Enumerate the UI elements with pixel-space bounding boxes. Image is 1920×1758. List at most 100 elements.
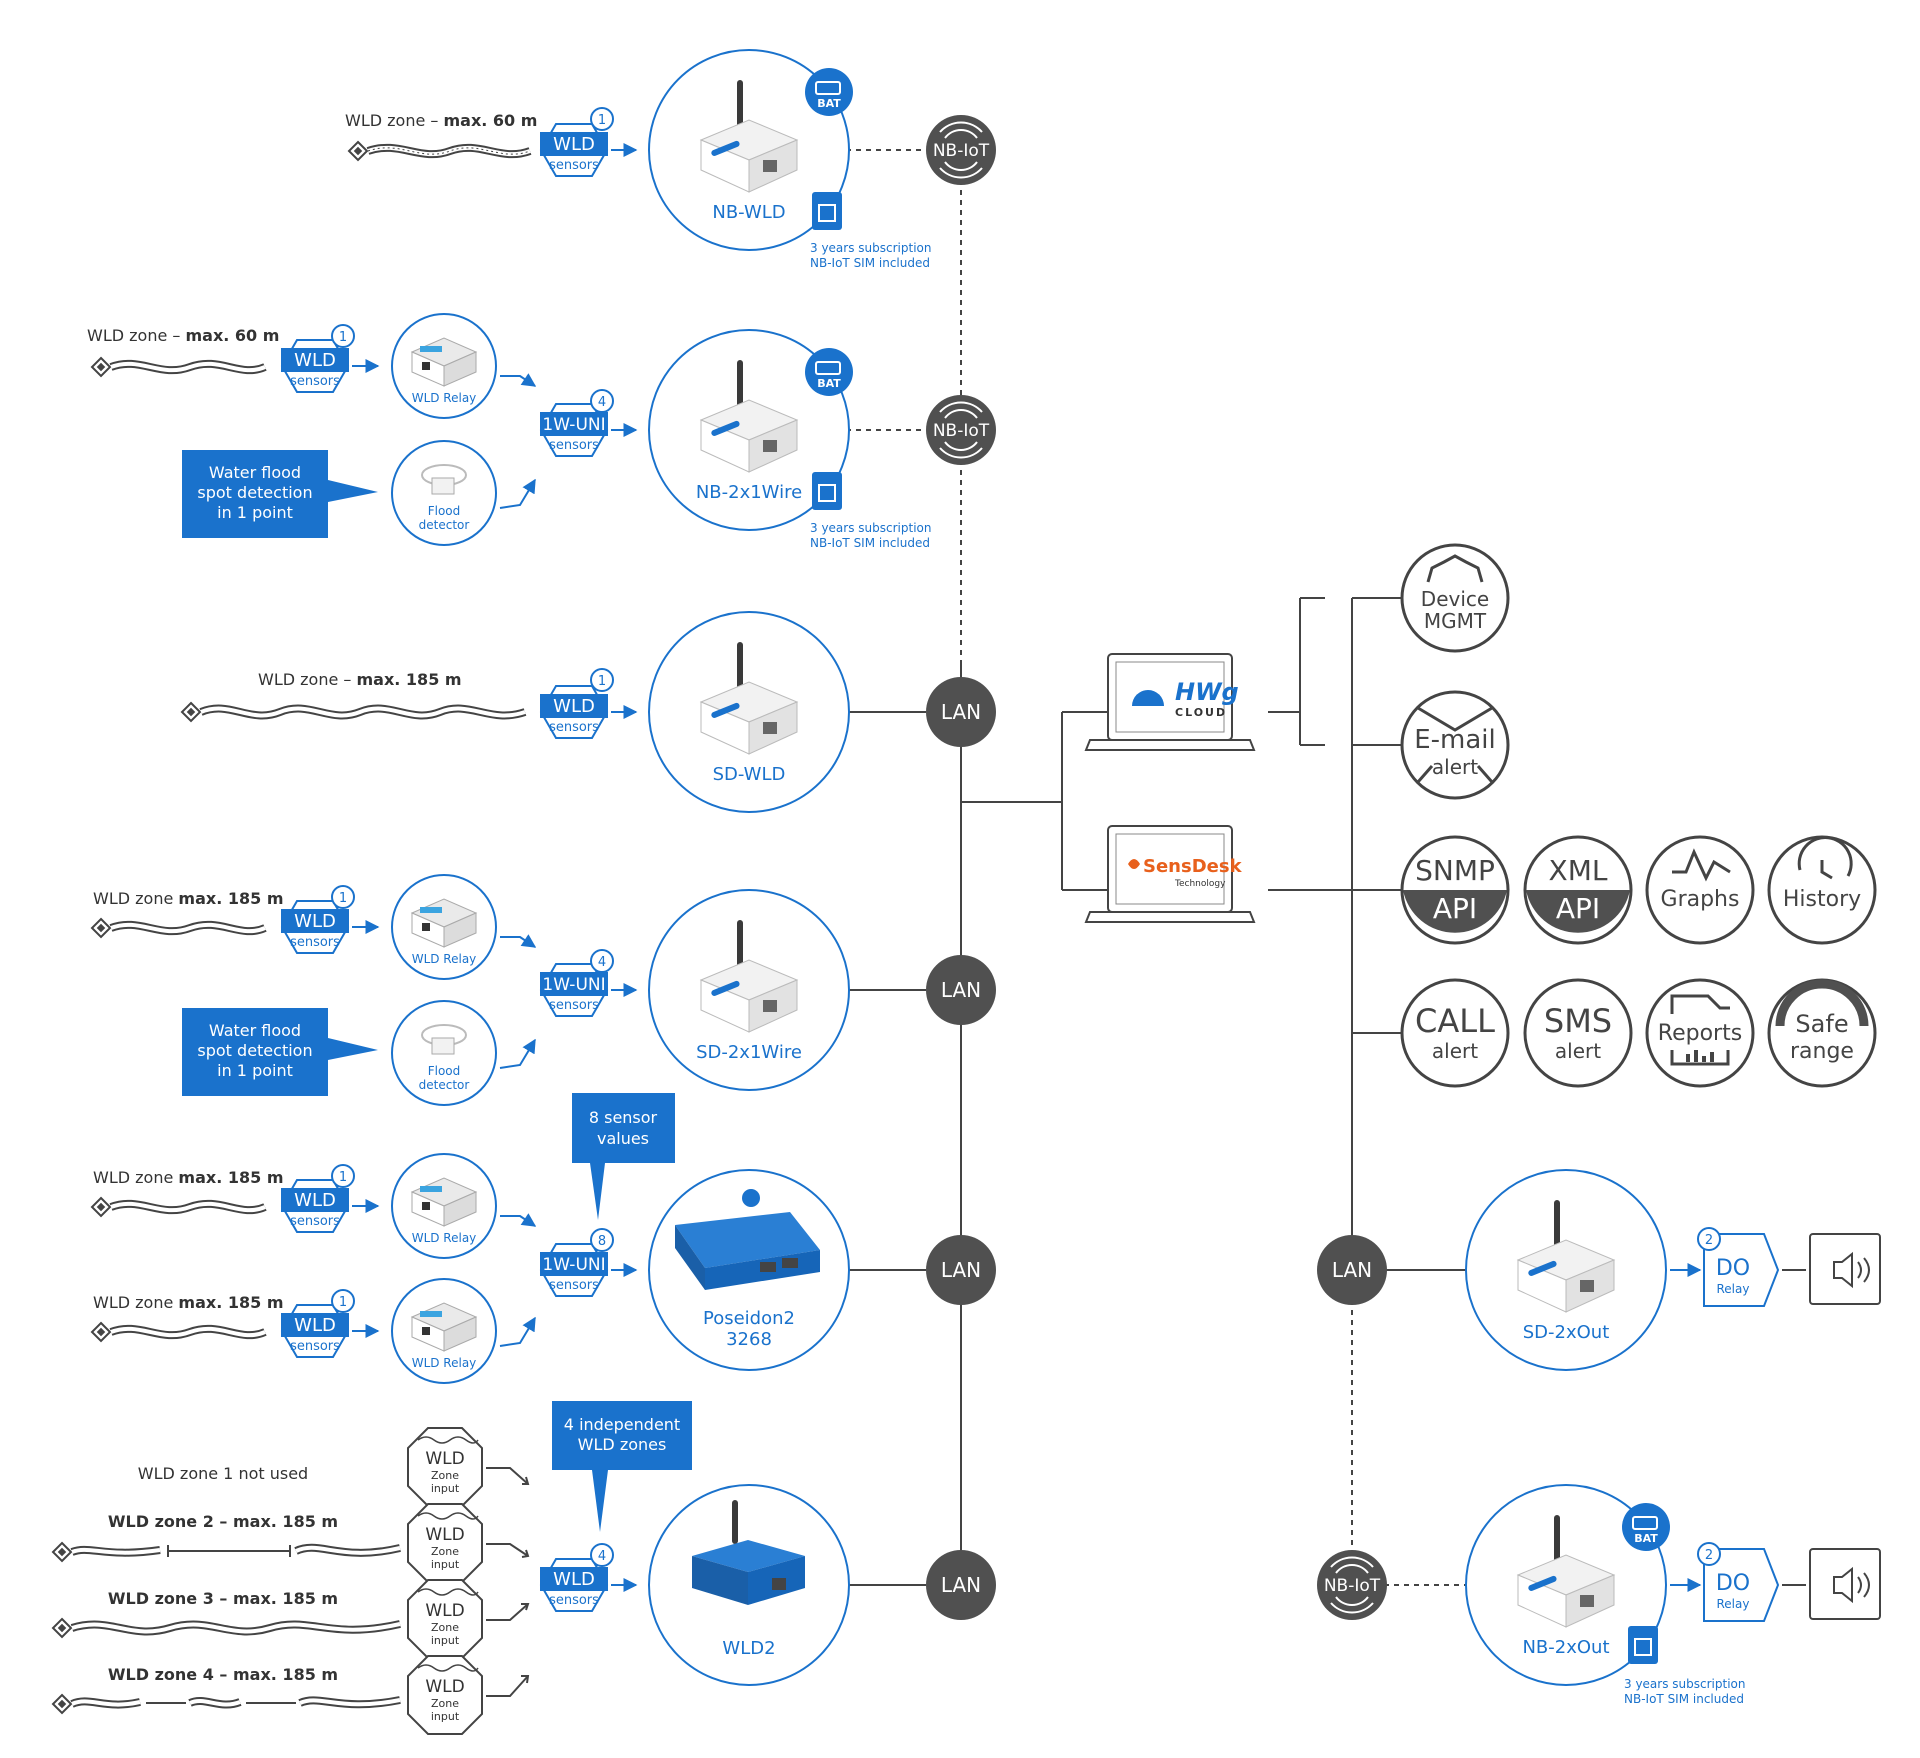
hwg-logo: HWg xyxy=(1175,678,1239,706)
zone-end-diamond xyxy=(348,141,368,161)
row-poseidon2: WLD zone max. 185 m WLD sensors 1 WLD Re… xyxy=(91,1093,996,1384)
count-badge: 2 xyxy=(1705,1233,1713,1248)
zone-input-4: WLD Zone input xyxy=(407,1655,483,1735)
sensdesk-logo: SensDesk xyxy=(1143,856,1243,877)
sensors-label: sensors xyxy=(549,158,599,173)
zone-end-diamond xyxy=(91,1197,111,1217)
poseidon-device-image xyxy=(675,1189,820,1290)
subscription-line-2: NB-IoT SIM included xyxy=(810,256,930,270)
zone-end-diamond xyxy=(52,1618,72,1638)
gauge-icon xyxy=(1775,979,1869,1027)
sensors-label: sensors xyxy=(549,998,599,1013)
zone-label: WLD zone 1 not used xyxy=(138,1464,308,1483)
count-badge: 1 xyxy=(598,113,606,128)
row-sd-2x1wire: WLD zone max. 185 m WLD sensors 1 WLD Re… xyxy=(91,874,996,1106)
clock-icon xyxy=(1797,836,1853,877)
zone-label: WLD zone max. 185 m xyxy=(93,1293,283,1312)
device-name: SD-2x1Wire xyxy=(696,1042,802,1063)
service-label: Reports xyxy=(1658,1021,1742,1046)
zone-end-diamond xyxy=(52,1694,72,1714)
count-badge: 1 xyxy=(339,330,347,345)
zone-label: WLD zone 2 – max. 185 m xyxy=(108,1512,338,1531)
zone-input-text: Zone xyxy=(431,1469,459,1482)
callout-line: 4 independent xyxy=(564,1415,680,1434)
history-service: History xyxy=(1767,835,1877,945)
sensors-label: sensors xyxy=(549,438,599,453)
zone-end-diamond xyxy=(91,357,111,377)
siren-box xyxy=(1809,1233,1881,1305)
lan-node: LAN xyxy=(1332,1258,1372,1282)
battery-badge: BAT xyxy=(817,97,841,110)
sensors-label: sensors xyxy=(549,1278,599,1293)
nbiot-node: NB-IoT xyxy=(1324,1576,1381,1596)
service-label: range xyxy=(1790,1039,1854,1064)
sensdesk-laptop: SensDesk Technology xyxy=(1085,825,1255,923)
subscription-line-1: 3 years subscription xyxy=(810,521,931,535)
device-name: SD-WLD xyxy=(713,764,786,785)
callout-line: spot detection xyxy=(197,483,312,502)
zone-end-diamond xyxy=(91,918,111,938)
count-badge: 8 xyxy=(598,1234,606,1249)
row-nb-wld: WLD zone – max. 60 m WLD sensors 1 NB-WL… xyxy=(345,49,996,270)
service-label: alert xyxy=(1555,1039,1601,1063)
service-label: Safe xyxy=(1795,1010,1848,1038)
graphs-service: Graphs xyxy=(1645,835,1755,945)
zone-label: WLD zone – max. 60 m xyxy=(87,326,279,345)
uni-badge: 1W-UNI xyxy=(542,975,605,995)
speaker-icon xyxy=(1833,1566,1853,1604)
zone-input-text: Zone xyxy=(431,1621,459,1634)
wld-badge: WLD xyxy=(553,134,595,155)
reports-service: Reports xyxy=(1645,978,1755,1088)
zone-input-wld: WLD xyxy=(425,1677,464,1697)
sim-card-icon xyxy=(812,472,842,510)
do-relay-box xyxy=(1703,1548,1780,1622)
service-label: API xyxy=(1556,892,1600,925)
siren-box xyxy=(1809,1548,1881,1620)
graph-icon xyxy=(1672,848,1731,882)
service-label: SNMP xyxy=(1415,854,1495,887)
wld-badge: WLD xyxy=(294,1315,336,1336)
zone-label: WLD zone 4 – max. 185 m xyxy=(108,1665,338,1684)
lan-node: LAN xyxy=(941,1573,981,1597)
speaker-icon xyxy=(1833,1251,1853,1289)
envelope-icon xyxy=(1417,706,1493,732)
sim-card-icon xyxy=(812,192,842,230)
callout-line: spot detection xyxy=(197,1041,312,1060)
zone-label: WLD zone max. 185 m xyxy=(93,889,283,908)
service-label: Device xyxy=(1421,587,1489,611)
sim-card-icon xyxy=(1628,1626,1658,1664)
zone-input-text: input xyxy=(431,1558,460,1571)
zone-input-wld: WLD xyxy=(425,1449,464,1469)
device-name: WLD2 xyxy=(722,1638,775,1659)
sms-alert-service: SMS alert xyxy=(1523,978,1633,1088)
count-badge: 2 xyxy=(1705,1548,1713,1563)
sensors-label: sensors xyxy=(290,374,340,389)
count-badge: 4 xyxy=(598,955,606,970)
flood-label: detector xyxy=(419,1078,470,1092)
wld-badge: WLD xyxy=(553,696,595,717)
service-label: API xyxy=(1433,892,1477,925)
document-icon xyxy=(1670,994,1730,1014)
uni-badge: 1W-UNI xyxy=(542,415,605,435)
zone-input-wld: WLD xyxy=(425,1601,464,1621)
subscription-line-2: NB-IoT SIM included xyxy=(810,536,930,550)
do-label: DO xyxy=(1716,1256,1750,1281)
services: Device MGMT E-mail alert SNMP API XML AP… xyxy=(1400,543,1877,1088)
callout-line: in 1 point xyxy=(217,503,293,522)
callout-line: in 1 point xyxy=(217,1061,293,1080)
row-sd-wld: WLD zone – max. 185 m WLD sensors 1 SD-W… xyxy=(181,611,996,813)
sensors-label: sensors xyxy=(290,1214,340,1229)
relay-label: WLD Relay xyxy=(412,1356,477,1370)
zone-input-text: Zone xyxy=(431,1545,459,1558)
hwg-cloud-laptop: HWg CLOUD xyxy=(1085,653,1255,751)
callout-line: values xyxy=(597,1129,649,1148)
service-label: XML xyxy=(1549,854,1608,887)
flood-label: Flood xyxy=(428,1064,461,1078)
sensors-label: sensors xyxy=(549,1593,599,1608)
device-name: NB-WLD xyxy=(712,202,785,223)
zone-end-diamond xyxy=(52,1542,72,1562)
wld-badge: WLD xyxy=(294,1190,336,1211)
service-label: CALL xyxy=(1415,1002,1495,1040)
sensors-label: sensors xyxy=(290,1339,340,1354)
relay-label: WLD Relay xyxy=(412,391,477,405)
